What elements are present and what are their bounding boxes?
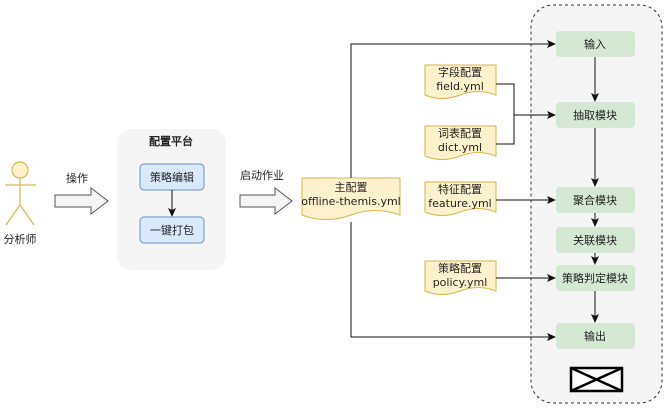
main-config-title: 主配置 [335, 181, 368, 194]
terminate-icon [569, 366, 624, 393]
config-feature[interactable] [424, 181, 497, 216]
config-dict-title: 词表配置 [438, 126, 482, 140]
module-associate-label: 关联模块 [573, 233, 617, 247]
step-one-click-package-label: 一键打包 [150, 223, 194, 237]
module-associate[interactable] [556, 227, 635, 253]
config-field-file: field.yml [436, 80, 484, 93]
module-aggregate[interactable] [556, 187, 635, 213]
edge-main-to-input [350, 40, 556, 178]
actor-label: 分析师 [4, 232, 37, 246]
module-output[interactable] [556, 323, 635, 349]
config-feature-title: 特征配置 [438, 182, 482, 196]
config-policy[interactable] [424, 260, 497, 295]
main-config-file: offline-themis.yml [301, 195, 400, 208]
module-input-label: 输入 [584, 37, 606, 51]
config-policy-file: policy.yml [433, 276, 488, 289]
operate-label: 操作 [66, 171, 88, 185]
edge-dict-to-extract [496, 115, 515, 145]
config-policy-title: 策略配置 [438, 261, 482, 275]
config-field[interactable] [424, 64, 497, 99]
module-output-label: 输出 [584, 329, 606, 343]
step-strategy-edit-label: 策略编辑 [150, 170, 194, 184]
module-policy-judge-label: 策略判定模块 [562, 271, 628, 285]
config-dict-file: dict.yml [438, 141, 482, 154]
start-job-arrow-icon [239, 186, 293, 216]
module-extract[interactable] [556, 102, 635, 128]
module-extract-label: 抽取模块 [573, 108, 617, 122]
config-field-title: 字段配置 [438, 65, 482, 79]
step-one-click-package[interactable] [139, 216, 205, 244]
edge-field-to-extract [496, 83, 515, 115]
module-policy-judge[interactable] [556, 265, 635, 291]
actor-head-icon [11, 161, 29, 179]
main-config-doc[interactable] [301, 177, 401, 220]
module-aggregate-label: 聚合模块 [573, 193, 617, 207]
operate-arrow-icon [54, 186, 109, 216]
module-input[interactable] [556, 31, 635, 57]
config-feature-file: feature.yml [428, 197, 492, 210]
actor-analyst [5, 161, 36, 226]
edge-main-to-output [350, 222, 556, 341]
start-job-label: 启动作业 [240, 169, 284, 182]
platform-title: 配置平台 [149, 134, 193, 148]
config-dict[interactable] [424, 125, 497, 160]
